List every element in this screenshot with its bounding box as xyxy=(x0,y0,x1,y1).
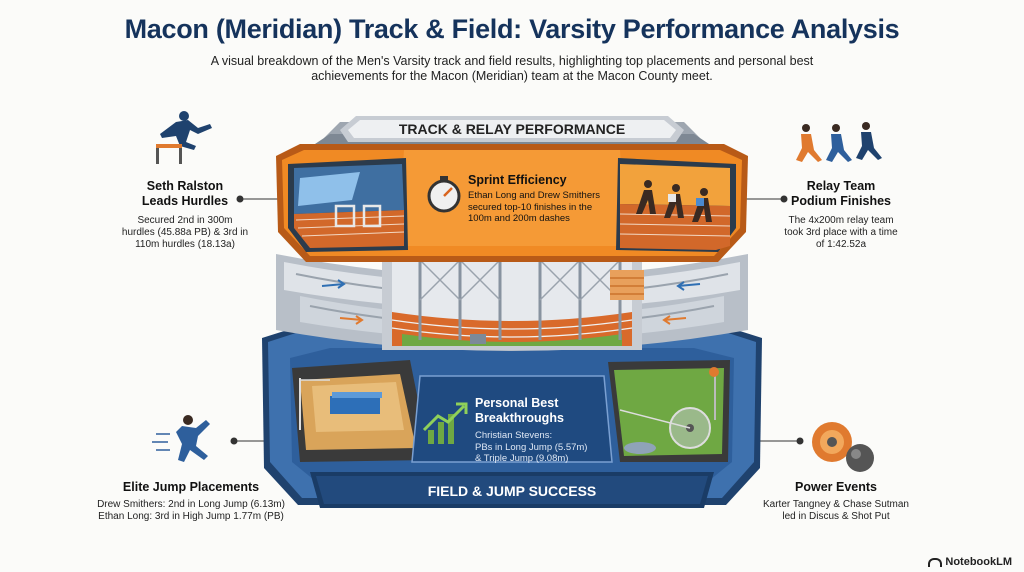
relay-callout: Relay Team Podium Finishes The 4x200m re… xyxy=(766,179,916,251)
track-relay-banner: TRACK & RELAY PERFORMANCE xyxy=(398,121,626,137)
jump-callout: Elite Jump Placements Drew Smithers: 2nd… xyxy=(86,480,296,523)
power-callout: Power Events Karter Tangney & Chase Sutm… xyxy=(756,480,916,523)
track-canopy xyxy=(276,116,748,262)
power-line-2: led in Discus & Shot Put xyxy=(782,511,890,522)
pb-title-line-2: Breakthroughs xyxy=(475,411,564,425)
hurdles-title-line-2: Leads Hurdles xyxy=(141,194,229,208)
relay-title-line-2: Podium Finishes xyxy=(790,194,891,208)
hurdles-line-2: hurdles (45.88a PB) & 3rd in xyxy=(121,227,249,238)
hurdles-callout: Seth Ralston Leads Hurdles Secured 2nd i… xyxy=(110,179,260,251)
sprint-line-1: Ethan Long and Drew Smithers xyxy=(468,190,601,201)
jumper-icon xyxy=(152,415,210,462)
jump-line-2: Ethan Long: 3rd in High Jump 1.77m (PB) xyxy=(98,511,284,522)
field-platform xyxy=(262,326,762,508)
personal-best-panel: Personal Best Breakthroughs Christian St… xyxy=(475,396,605,465)
page-subtitle: A visual breakdown of the Men's Varsity … xyxy=(180,54,844,84)
subtitle-line-1: A visual breakdown of the Men's Varsity … xyxy=(210,54,814,68)
notebooklm-watermark: NotebookLM xyxy=(928,556,1012,568)
power-line-1: Karter Tangney & Chase Sutman xyxy=(762,499,909,510)
hurdles-title-line-1: Seth Ralston xyxy=(146,179,224,193)
hurdler-icon xyxy=(156,111,212,164)
sprint-line-3: 100m and 200m dashes xyxy=(468,213,570,224)
field-jump-banner: FIELD & JUMP SUCCESS xyxy=(427,483,597,499)
pb-line-2: PBs in Long Jump (5.57m) xyxy=(475,441,588,453)
notebooklm-logo-icon xyxy=(928,557,943,567)
relay-runners-icon xyxy=(796,122,882,162)
pb-title-line-1: Personal Best xyxy=(475,396,559,410)
jump-title: Elite Jump Placements xyxy=(122,480,260,494)
sprint-efficiency-panel: Sprint Efficiency Ethan Long and Drew Sm… xyxy=(468,173,618,225)
relay-line-1: The 4x200m relay team xyxy=(788,215,894,226)
pb-line-1: Christian Stevens: xyxy=(475,430,553,441)
sprint-title: Sprint Efficiency xyxy=(468,173,567,187)
power-title: Power Events xyxy=(795,480,877,494)
subtitle-line-2: achievements for the Macon (Meridian) te… xyxy=(311,69,713,83)
hurdles-line-1: Secured 2nd in 300m xyxy=(137,215,233,226)
relay-line-2: took 3rd place with a time xyxy=(784,227,898,238)
jump-line-1: Drew Smithers: 2nd in Long Jump (6.13m) xyxy=(97,499,285,510)
page-title: Macon (Meridian) Track & Field: Varsity … xyxy=(124,14,900,44)
pb-line-3: & Triple Jump (9.08m) xyxy=(475,453,569,464)
sprint-line-2: secured top-10 finishes in the xyxy=(468,201,593,213)
relay-line-3: of 1:42.52a xyxy=(815,239,867,250)
growth-chart-icon xyxy=(422,402,468,444)
relay-title-line-1: Relay Team xyxy=(806,179,876,193)
watermark-label: NotebookLM xyxy=(945,556,1012,568)
hurdles-line-3: 110m hurdles (18.13a) xyxy=(135,239,235,250)
discus-shotput-icon xyxy=(812,422,874,472)
